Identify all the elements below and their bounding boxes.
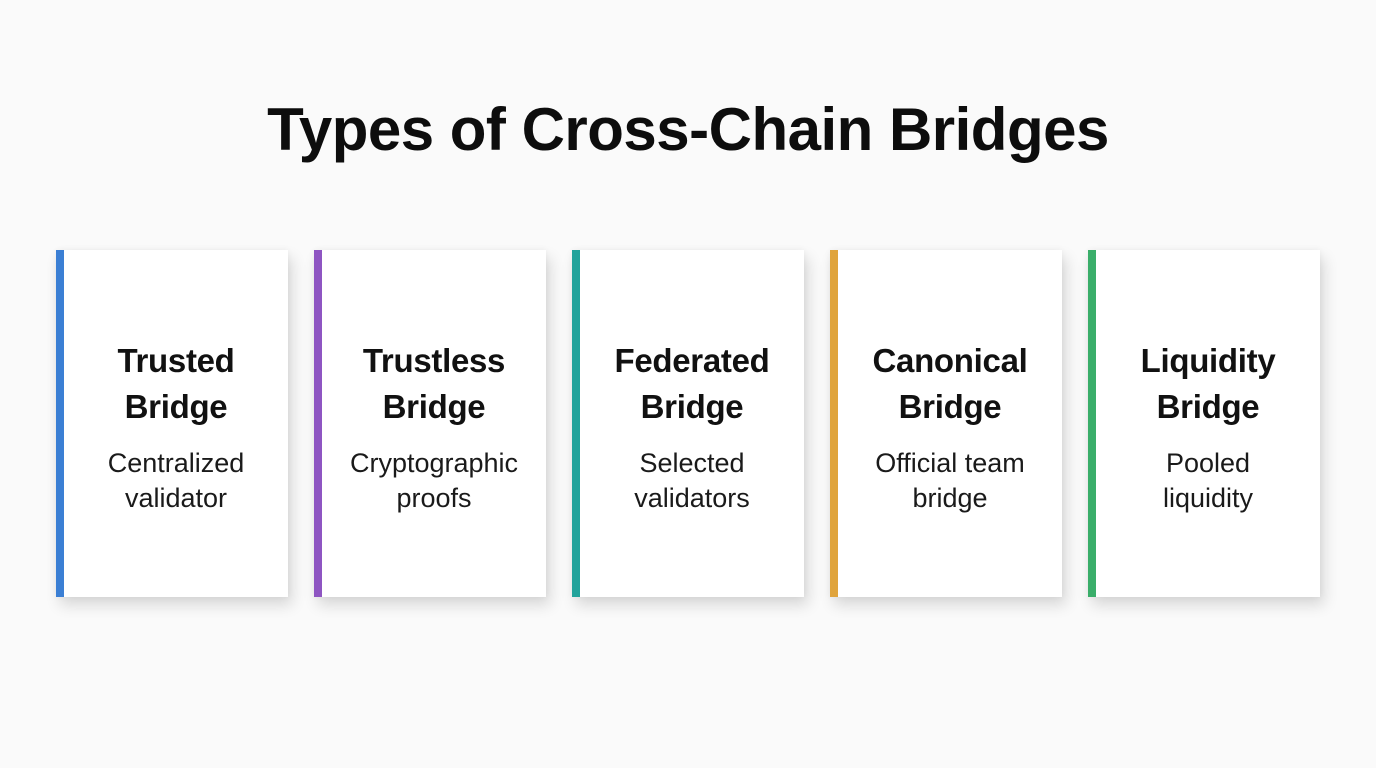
card-title-line2: Bridge xyxy=(1156,388,1260,425)
card-title: Trusted Bridge xyxy=(64,338,288,430)
card-title-line2: Bridge xyxy=(382,388,486,425)
card-title-line1: Liquidity xyxy=(1140,342,1276,379)
accent-bar xyxy=(572,250,580,597)
accent-bar xyxy=(314,250,322,597)
card-description-line1: Cryptographic xyxy=(349,448,519,478)
card-title-line2: Bridge xyxy=(124,388,228,425)
card-title-line1: Trusted xyxy=(117,342,235,379)
card-description-line1: Pooled xyxy=(1165,448,1251,478)
card-title-line2: Bridge xyxy=(898,388,1002,425)
card-title: Liquidity Bridge xyxy=(1096,338,1320,430)
card-description: Pooled liquidity xyxy=(1096,446,1320,516)
card-description-line2: validator xyxy=(124,483,228,513)
card-description-line1: Centralized xyxy=(107,448,245,478)
accent-bar xyxy=(830,250,838,597)
card-title: Trustless Bridge xyxy=(322,338,546,430)
accent-bar xyxy=(56,250,64,597)
card-title: Canonical Bridge xyxy=(838,338,1062,430)
card-title: Federated Bridge xyxy=(580,338,804,430)
card-liquidity-bridge: Liquidity Bridge Pooled liquidity xyxy=(1088,250,1320,597)
card-canonical-bridge: Canonical Bridge Official team bridge xyxy=(830,250,1062,597)
card-description-line2: proofs xyxy=(396,483,472,513)
card-description: Selected validators xyxy=(580,446,804,516)
card-federated-bridge: Federated Bridge Selected validators xyxy=(572,250,804,597)
card-description: Official team bridge xyxy=(838,446,1062,516)
card-description-line2: liquidity xyxy=(1162,483,1254,513)
card-title-line1: Canonical xyxy=(872,342,1028,379)
card-title-line1: Trustless xyxy=(362,342,506,379)
card-description-line1: Official team xyxy=(875,448,1025,478)
bridge-types-row: Trusted Bridge Centralized validator Tru… xyxy=(56,250,1320,597)
card-trustless-bridge: Trustless Bridge Cryptographic proofs xyxy=(314,250,546,597)
card-description: Centralized validator xyxy=(64,446,288,516)
accent-bar xyxy=(1088,250,1096,597)
card-description-line1: Selected xyxy=(639,448,745,478)
card-trusted-bridge: Trusted Bridge Centralized validator xyxy=(56,250,288,597)
card-description-line2: bridge xyxy=(912,483,988,513)
card-title-line2: Bridge xyxy=(640,388,744,425)
card-title-line1: Federated xyxy=(614,342,770,379)
card-description-line2: validators xyxy=(634,483,750,513)
page-title: Types of Cross-Chain Bridges xyxy=(267,96,1109,163)
card-description: Cryptographic proofs xyxy=(322,446,546,516)
